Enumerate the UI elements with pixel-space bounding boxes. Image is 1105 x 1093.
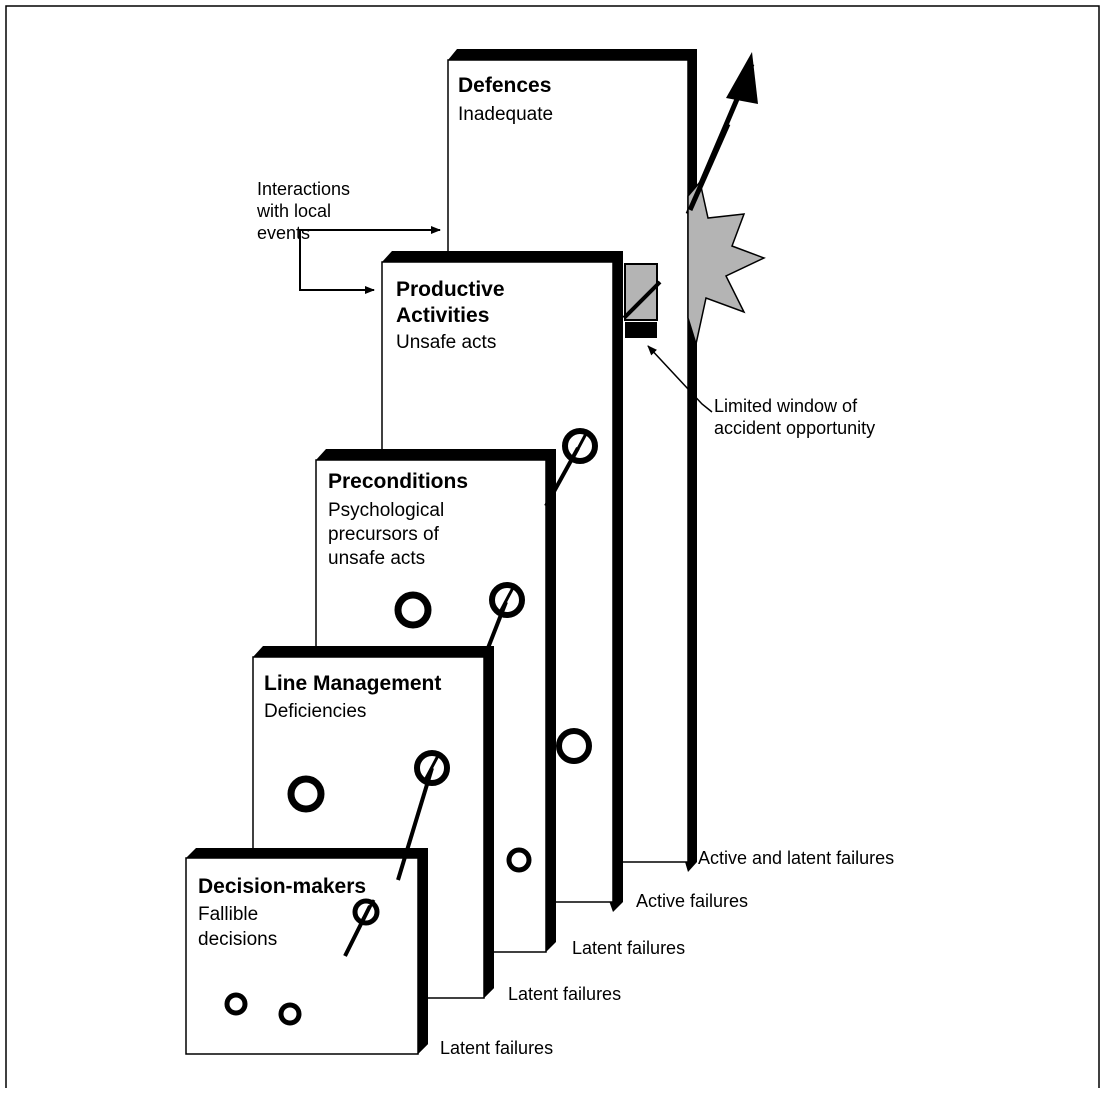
plane-title: Preconditions [328,470,468,493]
figure-frame [5,5,1100,1088]
plane-subtitle: unsafe acts [328,548,425,569]
failure-labels: Active and latent failures Active failur… [440,848,894,1058]
hole [506,847,532,873]
interactions-arrow [299,226,441,242]
plane-subtitle: Fallible [198,904,258,925]
hole [556,728,592,764]
plane-title: Decision-makers [198,875,366,898]
failure-label: Active and latent failures [698,848,894,868]
plane-edge [418,848,428,1054]
failure-label: Active failures [636,891,748,911]
plane-title: Defences [458,74,551,97]
plane-edge [484,646,494,998]
plane-title: Line Management [264,672,441,695]
hole-pierced [562,428,598,464]
plane-subtitle: decisions [198,929,277,950]
plane-edge [688,49,697,862]
plane-subtitle: Inadequate [458,104,553,125]
hole [394,591,432,629]
hole [287,775,325,813]
hole [224,992,248,1016]
plane-title: Productive [396,278,505,301]
plane-edge [613,251,623,902]
failure-label: Latent failures [572,938,685,958]
plane-edge [546,449,556,942]
plane-subtitle: Deficiencies [264,701,366,722]
hole-pierced [414,750,450,786]
failure-label: Latent failures [508,984,621,1004]
hole-pierced [489,582,525,618]
plane-line-management: Line Management Deficiencies [252,646,494,999]
hole-pierced [352,898,380,926]
interactions-annotation: Interactions with local events [256,179,441,294]
interactions-label: events [257,223,310,243]
plane-subtitle: Unsafe acts [396,332,496,353]
hole [278,1002,302,1026]
failure-label: Latent failures [440,1038,553,1058]
interactions-arrow [299,242,375,294]
interactions-label: with local [256,201,331,221]
window-pointer [647,345,713,413]
window-label: accident opportunity [714,418,875,438]
plane-subtitle: precursors of [328,524,440,545]
interactions-label: Interactions [257,179,350,199]
window-annotation: Limited window of accident opportunity [647,345,875,438]
holes [224,591,592,1026]
plane-decision-makers: Decision-makers Fallible decisions [185,848,428,1055]
plane-subtitle: Psychological [328,500,444,521]
accident-starburst [687,180,766,347]
window-label: Limited window of [714,396,858,416]
plane-title: Activities [396,304,489,327]
